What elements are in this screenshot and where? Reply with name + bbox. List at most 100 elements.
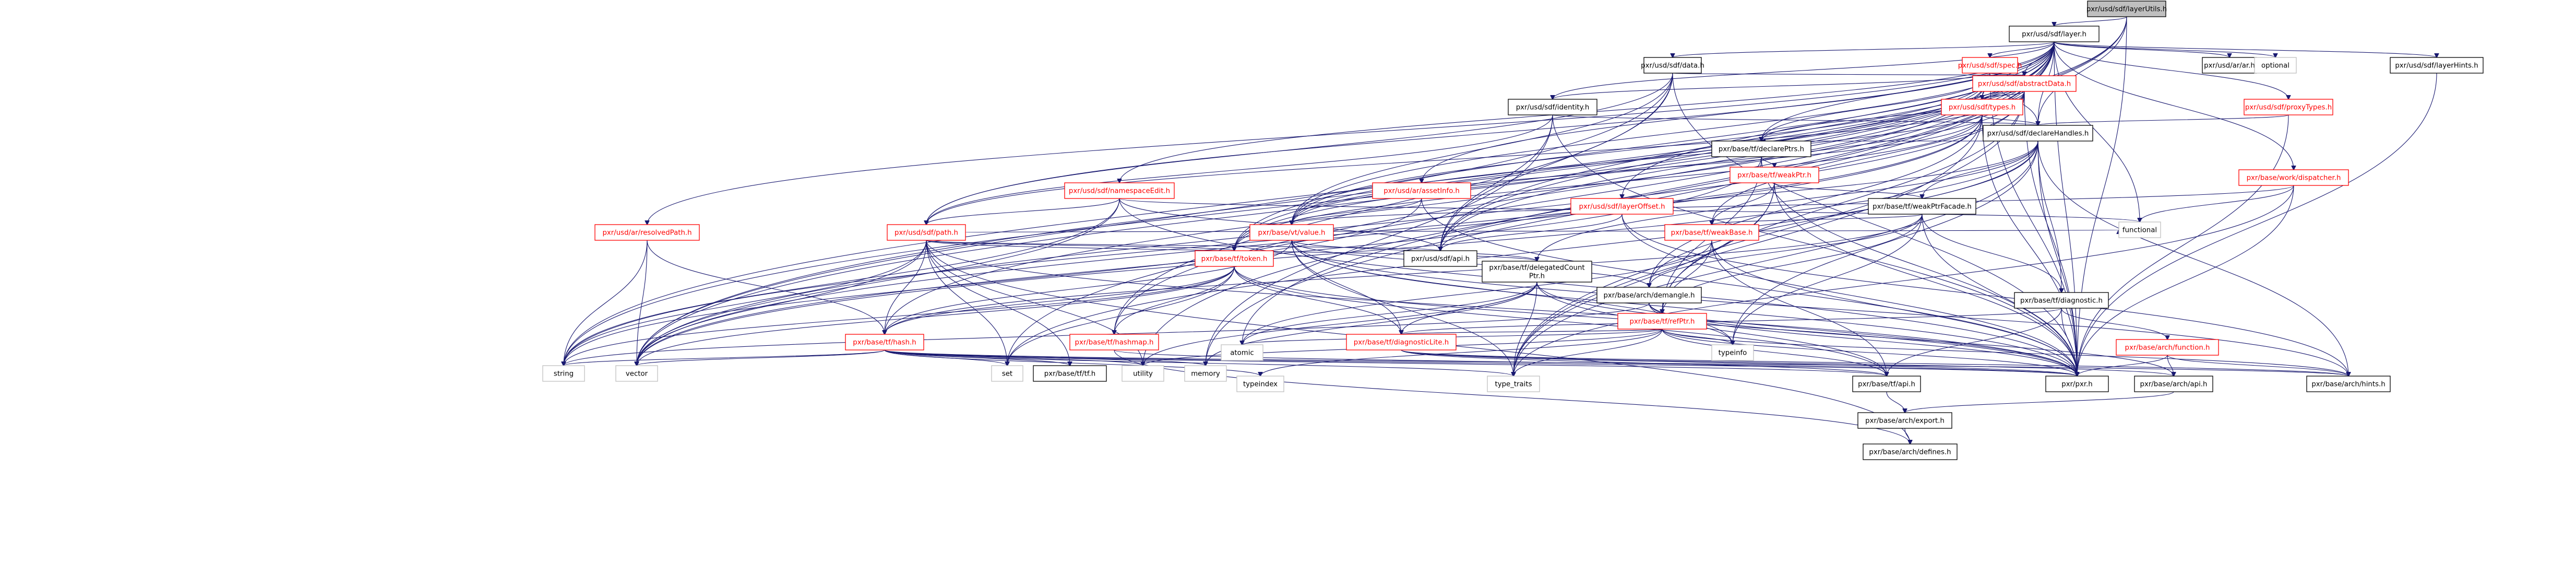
node-label: pxr/base/tf/delegatedCount bbox=[1489, 264, 1584, 272]
edge-delegatedCount-to-tfApi bbox=[1536, 282, 1887, 376]
edge-data-to-hashmap bbox=[1114, 73, 1673, 334]
node-archExport[interactable]: pxr/base/arch/export.h bbox=[1857, 412, 1952, 429]
edge-diagnostic-to-pxr bbox=[2061, 308, 2077, 376]
node-assetInfo[interactable]: pxr/usd/ar/assetInfo.h bbox=[1372, 182, 1471, 199]
node-label: functional bbox=[2122, 227, 2157, 235]
edge-data-to-path bbox=[926, 73, 1673, 225]
node-label: pxr/base/arch/function.h bbox=[2125, 344, 2210, 352]
node-box bbox=[1184, 365, 1227, 382]
node-vtValue[interactable]: pxr/base/vt/value.h bbox=[1249, 224, 1334, 241]
edge-path-to-tfH bbox=[926, 240, 1070, 366]
node-path[interactable]: pxr/usd/sdf/path.h bbox=[887, 224, 966, 241]
node-declarePtrs[interactable]: pxr/base/tf/declarePtrs.h bbox=[1711, 141, 1811, 157]
node-label: pxr/base/tf/token.h bbox=[1201, 255, 1268, 263]
node-hashmap[interactable]: pxr/base/tf/hashmap.h bbox=[1069, 334, 1159, 350]
node-proxyTypes[interactable]: pxr/usd/sdf/proxyTypes.h bbox=[2244, 99, 2333, 115]
node-archDefines[interactable]: pxr/base/arch/defines.h bbox=[1863, 443, 1958, 460]
node-diagnosticLite[interactable]: pxr/base/tf/diagnosticLite.h bbox=[1346, 334, 1457, 350]
node-layerOffset[interactable]: pxr/usd/sdf/layerOffset.h bbox=[1570, 198, 1674, 215]
node-layer[interactable]: pxr/usd/sdf/layer.h bbox=[2009, 26, 2100, 42]
edge-vtValue-to-hints bbox=[1291, 240, 2348, 376]
node-utility: utility bbox=[1122, 365, 1164, 382]
node-layerHints[interactable]: pxr/usd/sdf/layerHints.h bbox=[2390, 57, 2484, 74]
node-box bbox=[2254, 57, 2297, 74]
node-data[interactable]: pxr/usd/sdf/data.h bbox=[1641, 57, 1704, 74]
node-box bbox=[1482, 261, 1592, 283]
edge-abstractData-to-weakBase bbox=[1712, 91, 2025, 225]
node-demangle[interactable]: pxr/base/arch/demangle.h bbox=[1596, 287, 1702, 303]
node-label: pxr/usd/sdf/namespaceEdit.h bbox=[1069, 188, 1170, 195]
edge-layerOffset-to-sdfApi bbox=[1440, 214, 1623, 251]
edge-weakPtr-to-weakPtrFacade bbox=[1774, 182, 1922, 198]
node-label: typeindex bbox=[1243, 381, 1278, 389]
node-label: pxr/base/vt/value.h bbox=[1258, 229, 1326, 237]
edge-path-to-pxr bbox=[926, 240, 2077, 376]
node-archFunction[interactable]: pxr/base/arch/function.h bbox=[2116, 339, 2219, 356]
node-label: type_traits bbox=[1495, 381, 1532, 389]
node-declareHandles[interactable]: pxr/usd/sdf/declareHandles.h bbox=[1983, 125, 2093, 142]
node-label: pxr/base/arch/export.h bbox=[1865, 417, 1945, 425]
edge-path-to-sdfApi bbox=[926, 240, 1440, 251]
edge-archFunction-to-pxr bbox=[2077, 355, 2168, 376]
edge-hash-to-string bbox=[564, 349, 885, 366]
node-tfApi[interactable]: pxr/base/tf/api.h bbox=[1852, 376, 1921, 392]
node-namespaceEdit[interactable]: pxr/usd/sdf/namespaceEdit.h bbox=[1064, 182, 1175, 199]
node-box bbox=[2244, 99, 2333, 115]
edge-diagnosticLite-to-tfApi bbox=[1401, 349, 1887, 376]
node-diagnostic[interactable]: pxr/base/tf/diagnostic.h bbox=[2014, 292, 2109, 309]
node-workDispatcher[interactable]: pxr/base/work/dispatcher.h bbox=[2238, 169, 2349, 186]
node-box bbox=[2014, 292, 2109, 309]
edge-assetInfo-to-vtValue bbox=[1292, 198, 1422, 225]
node-box bbox=[2116, 339, 2219, 356]
edge-weakPtrFacade-to-pxr bbox=[1922, 214, 2077, 376]
node-box bbox=[1122, 365, 1164, 382]
edge-diagnostic-to-diagnosticLite bbox=[1401, 308, 2062, 334]
node-label: pxr/usd/sdf/layerOffset.h bbox=[1579, 203, 1665, 211]
edge-resolvedPath-to-vector bbox=[637, 240, 648, 366]
edge-weakPtr-to-weakBase bbox=[1712, 182, 1775, 225]
edge-namespaceEdit-to-path bbox=[926, 198, 1120, 225]
node-resolvedPath[interactable]: pxr/usd/ar/resolvedPath.h bbox=[594, 224, 700, 241]
node-typeTraits: type_traits bbox=[1487, 376, 1540, 392]
node-weakPtr[interactable]: pxr/base/tf/weakPtr.h bbox=[1730, 167, 1819, 183]
node-types[interactable]: pxr/usd/sdf/types.h bbox=[1941, 99, 2023, 115]
edge-hash-to-vector bbox=[637, 349, 885, 366]
node-set: set bbox=[991, 365, 1023, 382]
node-hints[interactable]: pxr/base/arch/hints.h bbox=[2306, 376, 2391, 392]
node-identity[interactable]: pxr/usd/sdf/identity.h bbox=[1508, 99, 1597, 115]
edge-weakPtrFacade-to-demangle bbox=[1649, 214, 1923, 287]
node-refPtr[interactable]: pxr/base/tf/refPtr.h bbox=[1617, 313, 1707, 330]
node-token[interactable]: pxr/base/tf/token.h bbox=[1195, 250, 1274, 267]
edge-spec-to-identity bbox=[1553, 73, 1990, 99]
node-label: pxr/usd/sdf/api.h bbox=[1411, 255, 1470, 263]
node-tfH[interactable]: pxr/base/tf/tf.h bbox=[1033, 365, 1107, 382]
node-label: pxr/usd/ar/resolvedPath.h bbox=[602, 229, 691, 237]
node-sdfApi[interactable]: pxr/usd/sdf/api.h bbox=[1403, 250, 1477, 267]
node-box bbox=[2045, 376, 2109, 392]
node-pxr[interactable]: pxr/pxr.h bbox=[2045, 376, 2109, 392]
node-label: pxr/base/tf/diagnostic.h bbox=[2020, 297, 2103, 305]
node-abstractData[interactable]: pxr/usd/sdf/abstractData.h bbox=[1972, 75, 2077, 92]
edge-root-to-sdfApi bbox=[1440, 16, 2127, 251]
edge-declareHandles-to-vector bbox=[637, 141, 2038, 366]
edge-path-to-token bbox=[926, 240, 1234, 251]
edge-layer-to-data bbox=[1673, 41, 2055, 57]
node-hash[interactable]: pxr/base/tf/hash.h bbox=[845, 334, 924, 350]
edge-layer-to-vector bbox=[637, 41, 2055, 366]
dependency-nodes: pxr/usd/sdf/layerUtils.hpxr/usd/sdf/laye… bbox=[542, 1, 2484, 460]
node-archApi[interactable]: pxr/base/arch/api.h bbox=[2134, 376, 2213, 392]
node-weakPtrFacade[interactable]: pxr/base/tf/weakPtrFacade.h bbox=[1868, 198, 1976, 215]
node-weakBase[interactable]: pxr/base/tf/weakBase.h bbox=[1664, 224, 1759, 241]
node-label: pxr/base/tf/hash.h bbox=[853, 339, 916, 347]
node-box bbox=[2202, 57, 2257, 74]
node-box bbox=[1972, 75, 2077, 92]
edge-identity-to-declareHandles bbox=[1552, 114, 2038, 125]
node-spec[interactable]: pxr/usd/sdf/spec.h bbox=[1958, 57, 2022, 74]
edge-layer-to-functional bbox=[2054, 41, 2140, 222]
node-ar[interactable]: pxr/usd/ar/ar.h bbox=[2202, 57, 2257, 74]
node-box bbox=[2306, 376, 2391, 392]
edge-refPtr-to-hints bbox=[1662, 329, 2348, 376]
edge-declareHandles-to-delegatedCount bbox=[1537, 141, 2038, 261]
edge-refPtr-to-typeTraits bbox=[1513, 329, 1663, 376]
